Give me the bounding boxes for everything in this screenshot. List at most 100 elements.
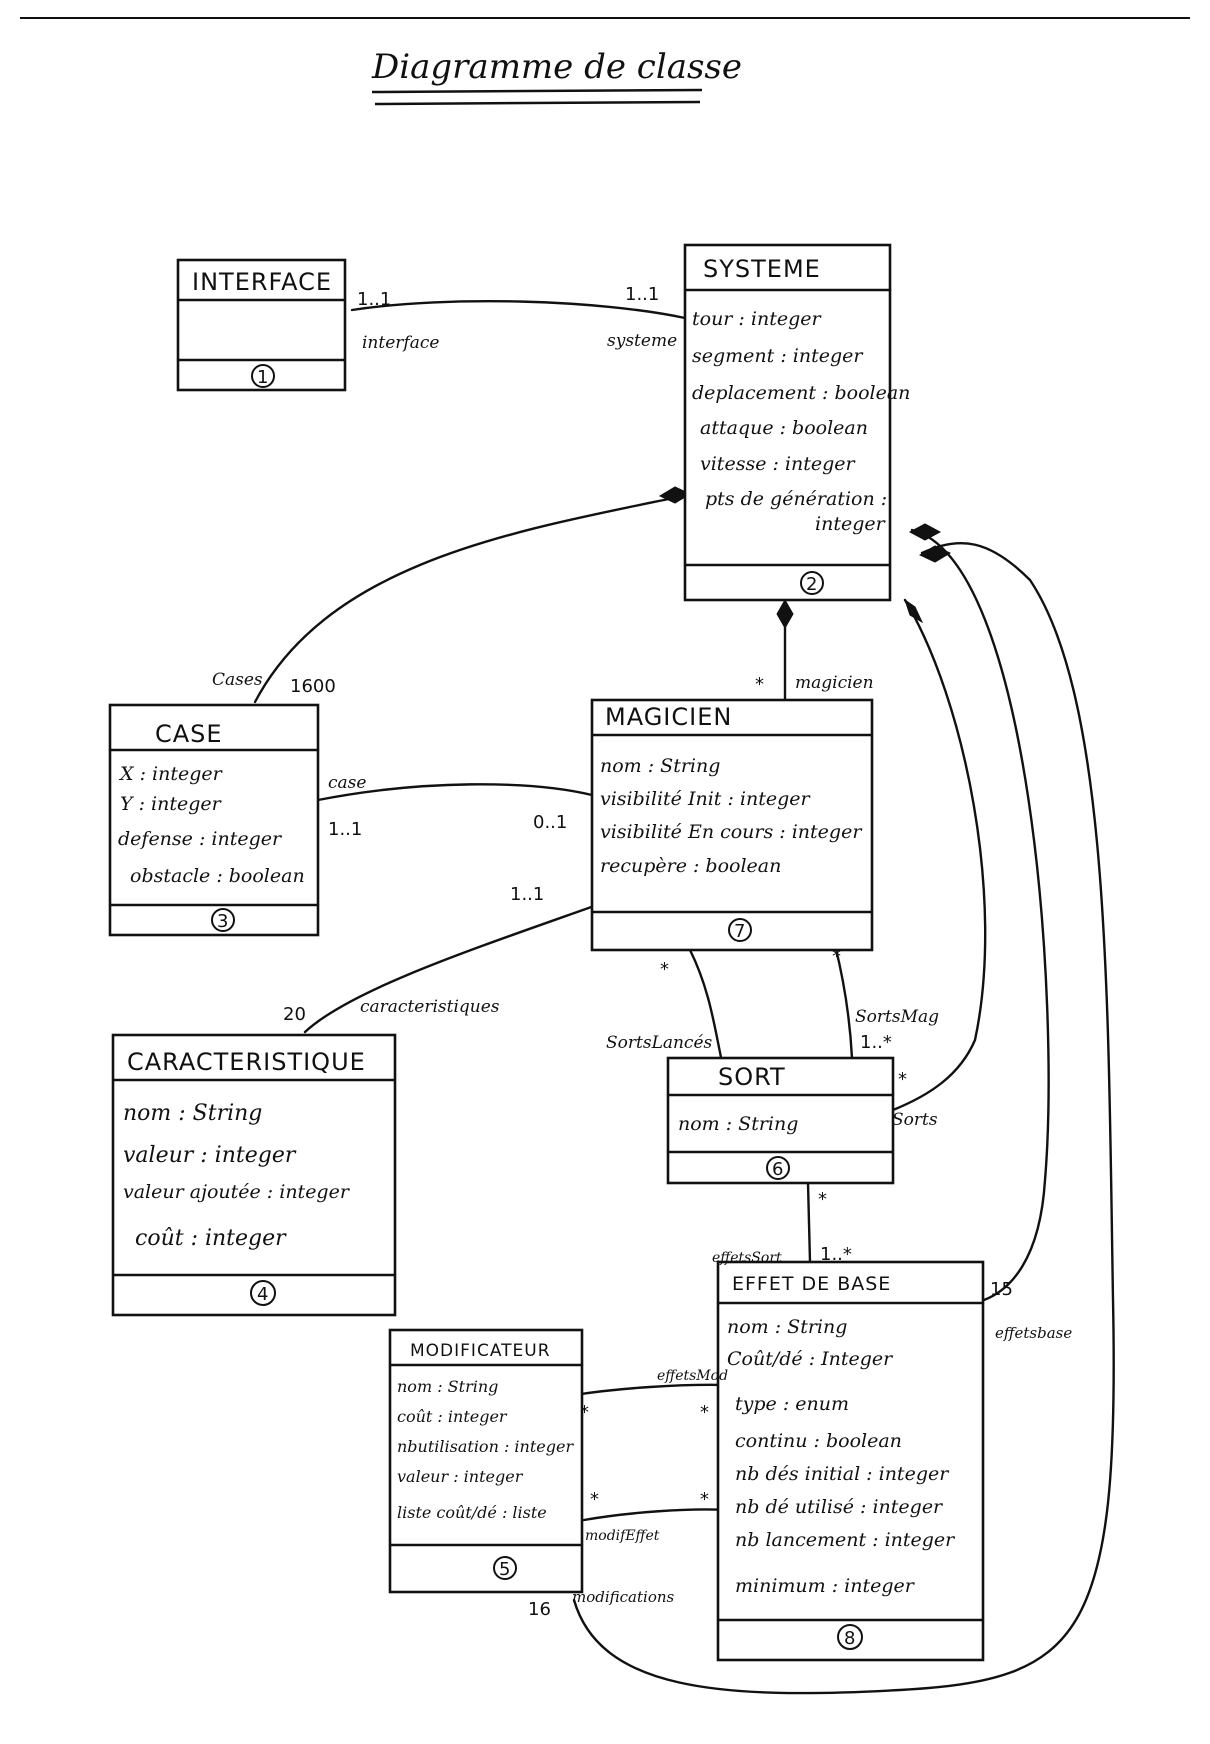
multiplicity-label: * — [580, 1402, 589, 1423]
multiplicity-label: 1..* — [860, 1032, 892, 1053]
composition-diamond — [776, 598, 794, 630]
class-number-circle — [766, 1156, 790, 1180]
multiplicity-label: 1..1 — [510, 884, 544, 905]
assoc-systeme-effet — [910, 528, 1050, 1302]
role-label: effetsSort — [712, 1250, 782, 1266]
multiplicity-label: 1..1 — [357, 289, 391, 310]
assoc-modif-effet-1 — [572, 1383, 727, 1397]
class-name: CARACTERISTIQUE — [127, 1048, 366, 1076]
title-underline-2 — [374, 100, 701, 106]
class-caracteristique: CARACTERISTIQUE nom : String valeur : in… — [111, 1033, 397, 1317]
multiplicity-label: 16 — [528, 1599, 551, 1620]
assoc-magicien-sort-1 — [688, 948, 724, 1064]
assoc-magicien-caracteristique — [303, 903, 599, 1034]
role-label: modifEffet — [585, 1528, 660, 1544]
attr: deplacement : boolean — [692, 382, 910, 404]
attr: pts de génération : — [705, 488, 887, 510]
class-interface: INTERFACE 1 — [176, 258, 347, 392]
assoc-systeme-case — [253, 493, 690, 704]
multiplicity-label: * — [755, 674, 764, 695]
role-label: SortsLancés — [606, 1033, 713, 1053]
attr: continu : boolean — [735, 1430, 902, 1452]
class-number-circle — [251, 364, 275, 388]
attr: coût : integer — [397, 1407, 508, 1426]
attr: coût : integer — [135, 1226, 287, 1251]
role-label: modifications — [572, 1588, 675, 1606]
attr: obstacle : boolean — [130, 865, 305, 887]
attr: nb lancement : integer — [735, 1529, 956, 1551]
class-name: SORT — [718, 1063, 786, 1091]
class-number: 5 — [499, 1559, 510, 1580]
attr: valeur : integer — [123, 1143, 297, 1168]
class-modificateur: MODIFICATEUR nom : String coût : integer… — [388, 1328, 584, 1594]
role-label: case — [328, 773, 366, 793]
class-number: 2 — [806, 574, 817, 595]
class-number: 1 — [257, 367, 268, 388]
attr: visibilité En cours : integer — [600, 821, 863, 843]
class-number-circle — [250, 1280, 276, 1306]
attr: nom : String — [727, 1316, 847, 1338]
class-number-circle — [728, 918, 752, 942]
multiplicity-label: 0..1 — [533, 812, 567, 833]
class-number: 4 — [257, 1284, 268, 1305]
multiplicity-label: * — [700, 1489, 709, 1510]
class-number: 3 — [217, 911, 228, 932]
multiplicity-label: 1..* — [820, 1244, 852, 1265]
class-magicien: MAGICIEN nom : String visibilité Init : … — [590, 698, 874, 952]
class-effet-de-base: EFFET DE BASE nom : String Coût/dé : Int… — [716, 1260, 985, 1662]
assoc-sort-effet — [806, 1181, 812, 1264]
multiplicity-label: * — [818, 1189, 827, 1210]
role-label: systeme — [607, 331, 677, 351]
attr: visibilité Init : integer — [600, 788, 811, 810]
multiplicity-label: * — [898, 1069, 907, 1090]
multiplicity-label: 15 — [990, 1279, 1013, 1300]
role-label: effetsbase — [995, 1324, 1072, 1342]
role-label: caracteristiques — [360, 997, 500, 1017]
attr: Y : integer — [120, 793, 223, 815]
class-name: INTERFACE — [192, 268, 332, 296]
assoc-case-magicien — [316, 783, 594, 802]
attr: nb dés initial : integer — [735, 1463, 950, 1485]
class-name: MAGICIEN — [605, 703, 732, 731]
multiplicity-label: * — [590, 1489, 599, 1510]
multiplicity-label: * — [832, 946, 841, 967]
class-name: EFFET DE BASE — [732, 1273, 891, 1295]
attr: nom : String — [678, 1113, 798, 1135]
attr: Coût/dé : Integer — [727, 1348, 894, 1370]
class-number-circle — [800, 571, 824, 595]
role-label: effetsMod — [657, 1368, 728, 1384]
class-name: CASE — [155, 720, 223, 748]
attr: nb dé utilisé : integer — [735, 1496, 944, 1518]
attr: X : integer — [118, 763, 224, 785]
multiplicity-label: 1600 — [290, 676, 336, 697]
attr: attaque : boolean — [700, 417, 868, 439]
role-label: interface — [362, 333, 439, 353]
attr: valeur : integer — [397, 1467, 524, 1486]
attr: nom : String — [397, 1377, 498, 1396]
page-title: Diagramme de classe — [371, 47, 742, 87]
composition-diamond — [658, 486, 692, 504]
multiplicity-label: * — [660, 959, 669, 980]
class-number: 6 — [772, 1159, 783, 1180]
assoc-magicien-sort-2 — [833, 943, 854, 1060]
composition-diamond — [904, 598, 924, 624]
assoc-modif-systeme — [572, 541, 1115, 1695]
attr: valeur ajoutée : integer — [123, 1181, 351, 1203]
role-label: SortsMag — [855, 1007, 939, 1027]
class-number: 7 — [734, 921, 745, 942]
assoc-systeme-sort — [891, 598, 987, 1112]
class-systeme: SYSTEME tour : integer segment : integer… — [683, 243, 910, 602]
composition-diamond — [918, 545, 952, 563]
attr: segment : integer — [692, 345, 864, 367]
attr: nbutilisation : integer — [397, 1437, 574, 1456]
attr: liste coût/dé : liste — [397, 1503, 547, 1522]
attr: tour : integer — [692, 308, 822, 330]
class-sort: SORT nom : String 6 — [666, 1056, 895, 1185]
class-number-circle — [211, 908, 235, 932]
attr: nom : String — [600, 755, 720, 777]
attr: defense : integer — [118, 828, 283, 850]
role-label: magicien — [795, 673, 874, 693]
multiplicity-label: 1..1 — [625, 284, 659, 305]
multiplicity-label: 1..1 — [328, 819, 362, 840]
